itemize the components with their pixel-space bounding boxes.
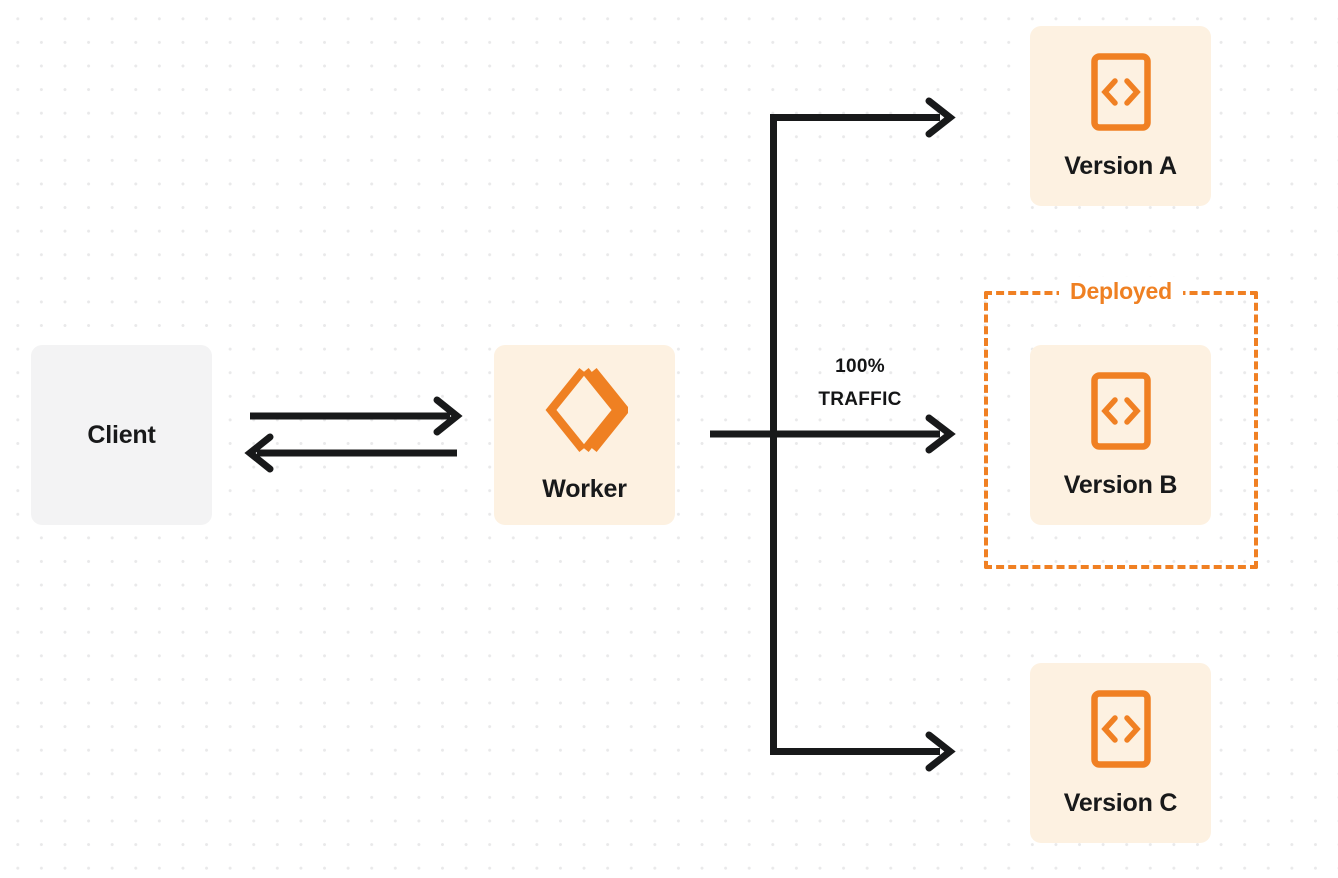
node-version-b[interactable]: Version B	[1030, 345, 1211, 525]
node-client[interactable]: Client	[31, 345, 212, 525]
arrow-client-to-worker	[250, 396, 463, 436]
deployed-group-label: Deployed	[1059, 276, 1183, 306]
node-version-a[interactable]: Version A	[1030, 26, 1211, 206]
node-version-a-label: Version A	[1064, 151, 1177, 180]
node-worker[interactable]: Worker	[494, 345, 675, 525]
arrow-worker-to-versions	[710, 97, 956, 772]
code-file-icon	[1090, 689, 1152, 769]
code-file-icon	[1090, 52, 1152, 132]
node-version-c-label: Version C	[1063, 788, 1178, 817]
node-worker-label: Worker	[542, 474, 627, 503]
code-file-icon	[1090, 371, 1152, 451]
deployed-group: Deployed	[984, 276, 1258, 569]
arrow-worker-to-client	[244, 433, 457, 473]
traffic-percent: 100%	[835, 356, 885, 377]
arrowhead-version-a	[925, 97, 956, 138]
traffic-label: 100% TRAFFIC	[789, 350, 931, 416]
traffic-unit: TRAFFIC	[818, 389, 902, 410]
node-version-b-label: Version B	[1063, 470, 1178, 499]
node-version-c[interactable]: Version C	[1030, 663, 1211, 843]
arrowhead-version-c	[925, 731, 956, 772]
cloudflare-workers-logo-icon	[542, 367, 630, 453]
arrowhead-version-b	[925, 414, 956, 454]
node-client-label: Client	[87, 420, 156, 449]
